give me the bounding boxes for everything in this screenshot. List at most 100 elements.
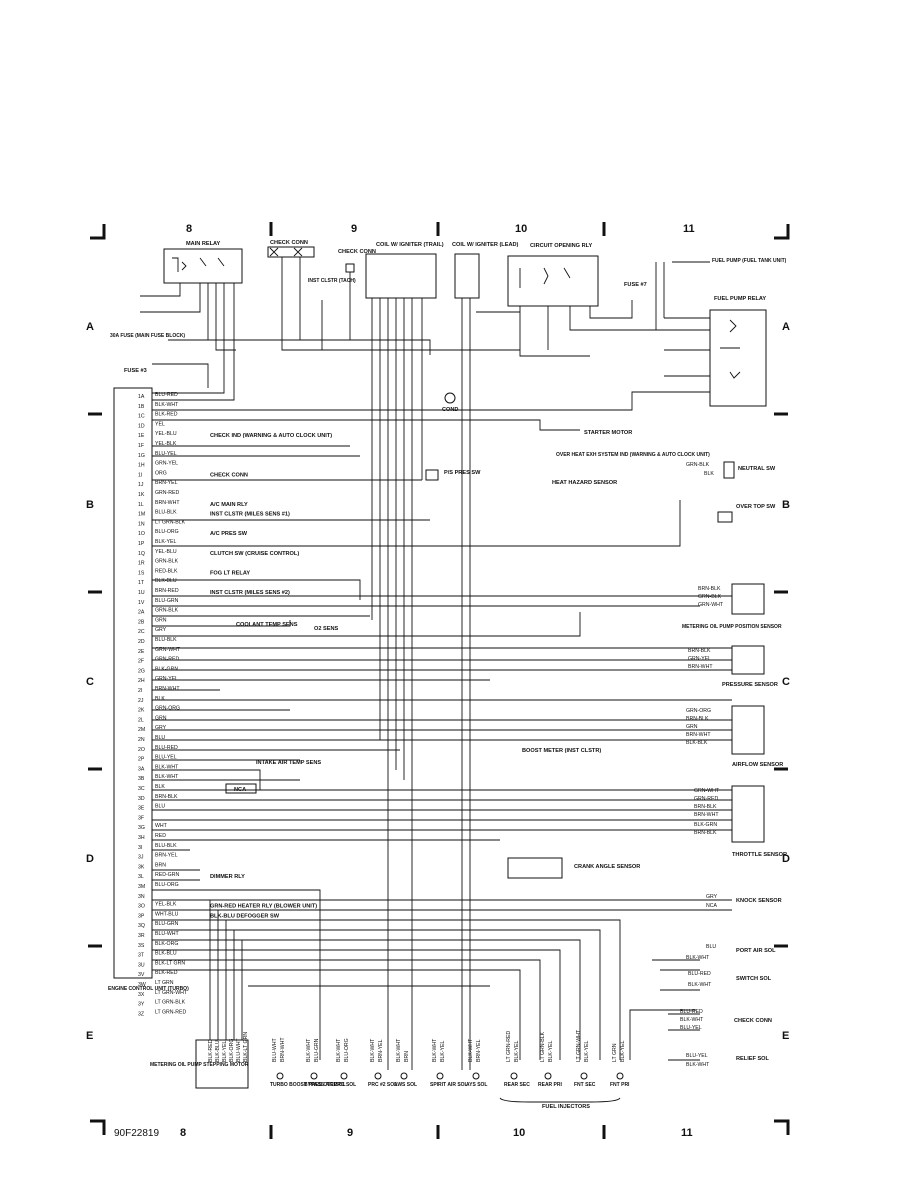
check-conn-label: CHECK CONN [270,240,308,246]
main-relay-label: MAIN RELAY [186,241,221,247]
ecu-pin-number: 2A [138,610,145,616]
wire-label: BLK-WHT [686,955,710,961]
boost-meter-label: BOOST METER (INST CLSTR) [522,748,601,754]
row-right-label: D [782,853,790,865]
ecu-pin-number: 3D [138,796,145,802]
ecu-pin-wire: GRY [155,627,167,633]
col-bottom-label: 8 [180,1127,186,1139]
load-wire: BLK-YEL [222,1041,228,1062]
load-terminal [472,1072,480,1080]
throttle-sensor-label: THROTTLE SENSOR [732,852,787,858]
load-wire: BLK-BLU [215,1040,221,1062]
ecu-pin-destination: INST CLSTR (MILES SENS #2) [210,590,290,596]
coil-trail-label: COIL W/ IGNITER (TRAIL) [376,242,444,248]
ecu-pin-number: 1U [138,590,145,596]
load-label: TURBO BOOST PRES CTRL [270,1082,337,1088]
ecu-pin-destination: A/C MAIN RLY [210,502,248,508]
wire-label: BRN-BLK [686,716,709,722]
ecu-pin-wire: BLU-WHT [155,931,179,937]
wire-label: BRN-BLK [688,648,711,654]
wire-label: GRN-WHT [694,788,720,794]
ecu-pin-number: 2K [138,708,145,714]
ecu-pin-wire: BLU-BLK [155,843,177,849]
wire-label: GRN-BLK [686,462,710,468]
load-terminal [340,1072,348,1080]
grid-ticks [88,222,788,1139]
stepping-motor-box [195,1039,249,1089]
metering-oil-pump-sensor-box [731,583,765,615]
o2-sens-label: O2 SENS [314,626,339,632]
ecu-pin-number: 2I [138,688,142,694]
wiring [140,257,732,1070]
ecu-pin-destination: FOG LT RELAY [210,570,250,576]
ecu-pin-number: 1C [138,414,145,420]
ecu-pin-destination: GRN-RED HEATER RLY (BLOWER UNIT) [210,904,317,910]
wire-label: BLU-RED [680,1009,703,1015]
load-wire: LT GRN-RED [506,1031,512,1062]
throttle-sensor-box [731,785,765,843]
ecu-pin-number: 2H [138,678,145,684]
ecu-pin-number: 2C [138,629,145,635]
ecu-pin-number: 1E [138,433,145,439]
ecu-pin-number: 3M [138,884,145,890]
ecu-pin-wire: WHT [155,823,168,829]
grid-labels: 8 9 10 11 8 9 10 11 A B C D E A B C D E [86,223,790,1139]
ecu-pin-wire: BLK-WHT [155,402,179,408]
ecu-pin-number: 2L [138,717,144,723]
ecu-pin-wire: GRN [155,715,167,721]
wire-label: BLK-GRN [694,822,717,828]
pressure-sensor-label: PRESSURE SENSOR [722,682,778,688]
wire-label: BRN-BLK [694,830,717,836]
ecu-pin-number: 3U [138,962,145,968]
airflow-sensor-label: AIRFLOW SENSOR [732,762,783,768]
ecu-pin-wire: BRN [155,862,166,868]
ecu-pin-number: 3E [138,806,145,812]
ecu-pin-number: 3G [138,825,145,831]
load-wire: BRN [404,1051,410,1062]
ecu-pin-wire: BLU-GRN [155,598,179,604]
load-label: AYS SOL [466,1082,488,1088]
neutral-sw-box [723,461,735,479]
nca-box [225,783,257,794]
right-components: NEUTRAL SW OVER TOP SW METERING OIL PUMP… [682,461,787,1062]
ecu-pin-number: 3Y [138,1002,145,1008]
starter-motor-label: STARTER MOTOR [584,430,632,436]
knock-sensor-label: KNOCK SENSOR [736,898,782,904]
ecu-pin-number: 2G [138,668,145,674]
ecu-pin-wire: BLU-ORG [155,882,179,888]
load-wire: BLK-WHT [468,1038,474,1062]
load-wire: LT GRN [612,1043,618,1062]
col-bottom-label: 10 [513,1127,525,1139]
ecu-pin-number: 1M [138,512,145,518]
fuse7-label: FUSE #7 [624,282,647,288]
ecu-pin-number: 1H [138,463,145,469]
ecu-pin-wire: BLK-RED [155,970,178,976]
ecu-pin-number: 3J [138,855,144,861]
ecu-pin-number: 1N [138,521,145,527]
ecu-pin-wire: BLK-BLU [155,951,177,957]
load-label: SPIRIT AIR SOL [430,1082,468,1088]
load-wire: BRN-YEL [378,1039,384,1062]
ps-pres-sw-label: P/S PRES SW [444,470,481,476]
circuit-opening-rly-box [507,255,599,307]
ecu-pin-wire: BLK [155,784,165,790]
wire-label: BRN-WHT [686,732,711,738]
wire-label: GRN-RED [694,796,718,802]
load-label: REAR SEC [504,1082,530,1088]
ecu-pin-number: 2B [138,619,145,625]
load-wire: BRN-WHT [280,1037,286,1062]
top-components: MAIN RELAY CHECK CONN CHECK CONN INST CL… [110,240,787,436]
row-left-label: C [86,676,94,688]
ecu-pin-wire: BLK-WHT [155,764,179,770]
ecu-pin-number: 3B [138,776,145,782]
ecu-pin-wire: BRN-YEL [155,853,178,859]
ecu-pin-wire: BLU-YEL [155,451,177,457]
ecu-pin-destination: INST CLSTR (MILES SENS #1) [210,512,290,518]
over-top-sw-label: OVER TOP SW [736,504,776,510]
ecu-pin-number: 1D [138,423,145,429]
ecu-pin-wire: GRN-WHT [155,647,181,653]
ecu-pin-wire: LT GRN-WHT [155,990,188,996]
fuse30a-label: 30A FUSE (MAIN FUSE BLOCK) [110,333,185,339]
